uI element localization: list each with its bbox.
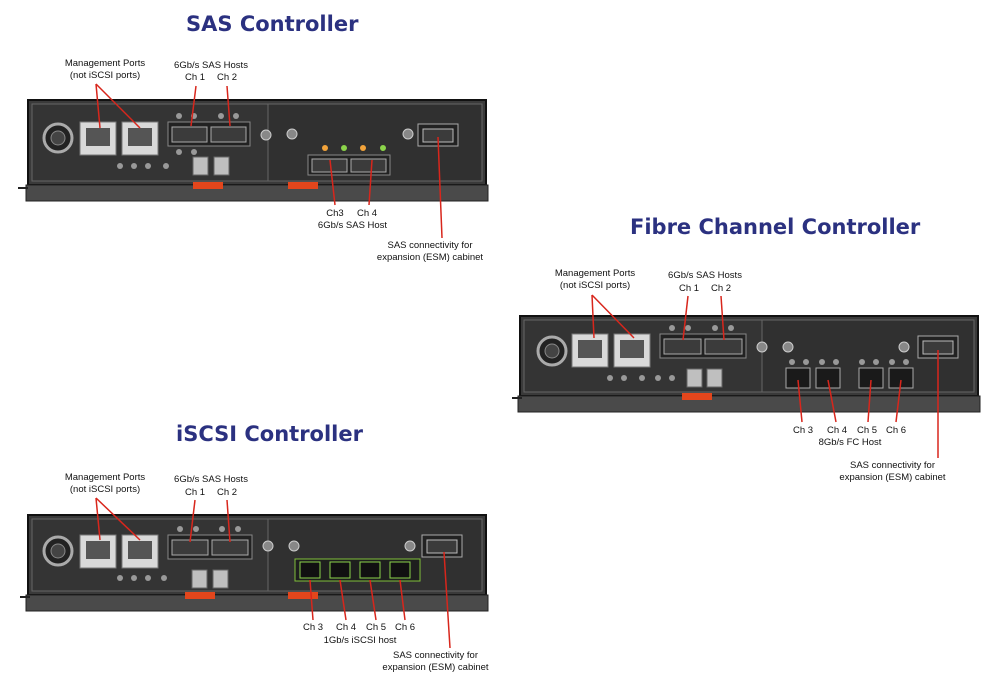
sas-ch2-label: Ch 2 [216, 72, 238, 83]
iscsi-controller-panel [20, 514, 495, 625]
fc-mgmt-label: Management Ports (not iSCSI ports) [540, 268, 650, 292]
iscsi-ch2-label: Ch 2 [216, 487, 238, 498]
fc-controller-panel [512, 315, 987, 426]
iscsi-ch4-label: Ch 4 [335, 622, 357, 633]
fc-controller-graphic [512, 315, 981, 413]
sas-esm-label-line2: expansion (ESM) cabinet [376, 252, 484, 263]
iscsi-ch6-label: Ch 6 [394, 622, 416, 633]
sas-ch1-label: Ch 1 [184, 72, 206, 83]
fc-ch6-label: Ch 6 [885, 425, 907, 436]
fc-ch5-label: Ch 5 [856, 425, 878, 436]
iscsi-ch1-label: Ch 1 [184, 487, 206, 498]
iscsi-hosts-label: 6Gb/s SAS Hosts [174, 474, 248, 485]
sas-host-label: 6Gb/s SAS Host [317, 220, 388, 231]
iscsi-mgmt-label-line1: Management Ports [64, 472, 146, 483]
iscsi-mgmt-label: Management Ports (not iSCSI ports) [50, 472, 160, 496]
sas-ch3-label: Ch3 [326, 208, 344, 219]
sas-esm-label: SAS connectivity for expansion (ESM) cab… [365, 240, 495, 264]
iscsi-ch5-label: Ch 5 [365, 622, 387, 633]
fc-ch1-label: Ch 1 [678, 283, 700, 294]
fc-hosts-label: 6Gb/s SAS Hosts [668, 270, 742, 281]
sas-ch4-label: Ch 4 [356, 208, 378, 219]
fc-ch3-label: Ch 3 [792, 425, 814, 436]
iscsi-controller-graphic [20, 514, 489, 612]
fc-esm-label: SAS connectivity for expansion (ESM) cab… [825, 460, 960, 484]
fc-mgmt-label-line2: (not iSCSI ports) [559, 280, 631, 291]
iscsi-esm-label: SAS connectivity for expansion (ESM) cab… [368, 650, 503, 674]
fc-host-label: 8Gb/s FC Host [818, 437, 882, 448]
fc-esm-label-line1: SAS connectivity for [849, 460, 935, 471]
iscsi-esm-label-line2: expansion (ESM) cabinet [382, 662, 489, 673]
iscsi-ch3-label: Ch 3 [302, 622, 324, 633]
fc-ch2-label: Ch 2 [710, 283, 732, 294]
sas-hosts-label: 6Gb/s SAS Hosts [174, 60, 248, 71]
fc-ch4-label: Ch 4 [826, 425, 848, 436]
sas-controller-title: SAS Controller [186, 12, 359, 36]
fc-mgmt-label-line1: Management Ports [554, 268, 636, 279]
fc-esm-label-line2: expansion (ESM) cabinet [839, 472, 946, 483]
sas-controller-graphic [18, 99, 489, 202]
iscsi-host-label: 1Gb/s iSCSI host [323, 635, 397, 646]
sas-mgmt-label-line2: (not iSCSI ports) [69, 70, 141, 81]
fc-controller-title: Fibre Channel Controller [630, 215, 921, 239]
iscsi-mgmt-label-line2: (not iSCSI ports) [69, 484, 141, 495]
iscsi-esm-label-line1: SAS connectivity for [392, 650, 478, 661]
sas-esm-label-line1: SAS connectivity for [387, 240, 473, 251]
sas-controller-panel [18, 99, 493, 210]
sas-mgmt-label: Management Ports (not iSCSI ports) [50, 58, 160, 82]
sas-mgmt-label-line1: Management Ports [64, 58, 146, 69]
iscsi-controller-title: iSCSI Controller [176, 422, 363, 446]
